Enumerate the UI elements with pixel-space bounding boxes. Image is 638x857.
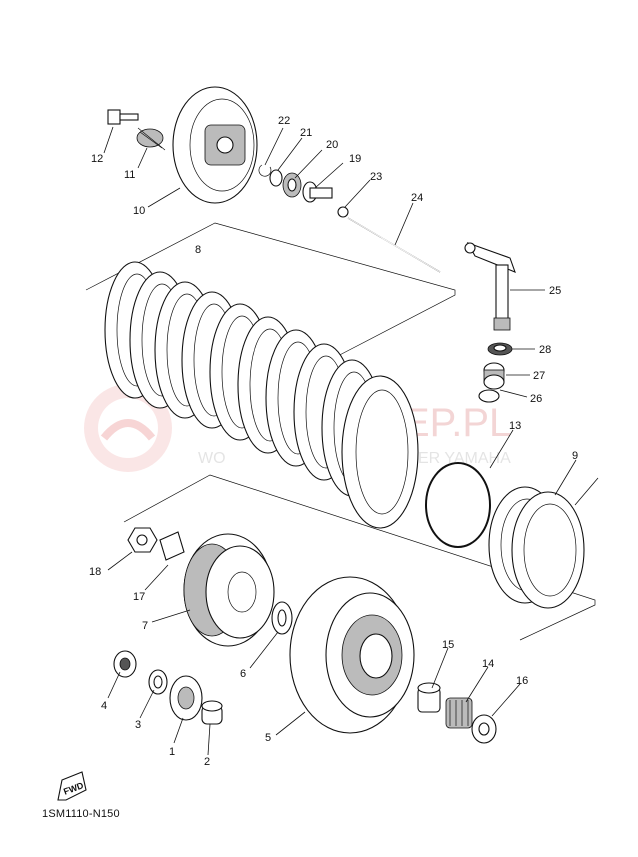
callout-9: 9 bbox=[572, 450, 578, 462]
callout-21: 21 bbox=[300, 127, 312, 139]
part-16-washer bbox=[471, 714, 497, 744]
callout-numbers: 12 11 10 22 21 20 19 23 24 25 28 27 26 1… bbox=[89, 115, 578, 768]
callout-20: 20 bbox=[326, 139, 338, 151]
part-6-thrust-washer bbox=[271, 601, 293, 635]
part-7-clutch-boss bbox=[183, 533, 275, 647]
part-12-bolt bbox=[107, 109, 139, 125]
callout-15: 15 bbox=[442, 639, 454, 651]
callout-11: 11 bbox=[124, 169, 135, 181]
callout-12: 12 bbox=[91, 153, 103, 165]
leader-lines bbox=[103, 126, 599, 756]
callout-14: 14 bbox=[482, 658, 494, 670]
part-17-lock-washer bbox=[159, 531, 185, 561]
callout-26: 26 bbox=[530, 393, 542, 405]
diagram-code: 1SM1110-N150 bbox=[42, 808, 120, 820]
part-14-needle-bearing bbox=[445, 697, 473, 729]
callout-4: 4 bbox=[101, 700, 107, 712]
watermark-subtext-2: ER YAMAHA bbox=[418, 450, 511, 467]
callout-13: 13 bbox=[509, 420, 521, 432]
part-13-wire-ring bbox=[425, 462, 491, 548]
callout-28: 28 bbox=[539, 344, 551, 356]
callout-2: 2 bbox=[204, 756, 210, 768]
part-22-circlip bbox=[258, 164, 272, 177]
callout-27: 27 bbox=[533, 370, 545, 382]
part-2-collar bbox=[201, 700, 223, 725]
watermark-logo-icon bbox=[84, 384, 172, 472]
part-25-push-lever bbox=[464, 242, 516, 331]
part-23-ball bbox=[337, 206, 349, 218]
callout-6: 6 bbox=[240, 668, 246, 680]
callout-19: 19 bbox=[349, 153, 361, 165]
part-15-spacer bbox=[417, 682, 441, 713]
part-24-push-rod-long bbox=[347, 217, 441, 273]
part-26-washer bbox=[478, 389, 500, 403]
callout-25: 25 bbox=[549, 285, 561, 297]
part-1-gear bbox=[169, 675, 203, 721]
callout-3: 3 bbox=[135, 719, 141, 731]
separate-plates-right bbox=[488, 486, 585, 609]
callout-1: 1 bbox=[169, 746, 175, 758]
part-11-spring bbox=[136, 127, 166, 151]
part-27-bearing bbox=[483, 362, 505, 390]
part-28-oil-seal bbox=[487, 342, 513, 356]
part-21-washer bbox=[269, 169, 283, 187]
part-19-push-rod bbox=[302, 181, 333, 203]
part-3-washer bbox=[148, 669, 168, 695]
fwd-arrow-icon: FWD bbox=[57, 771, 87, 801]
watermark: EP.PL WO ER YAMAHA bbox=[84, 384, 511, 472]
callout-22: 22 bbox=[278, 115, 290, 127]
callout-18: 18 bbox=[89, 566, 101, 578]
callout-10: 10 bbox=[133, 205, 145, 217]
watermark-subtext: WO bbox=[198, 450, 226, 467]
callout-8: 8 bbox=[195, 244, 201, 256]
part-4-nut bbox=[113, 650, 137, 678]
part-5-clutch-housing bbox=[289, 576, 415, 734]
plate-stack-frame-lower bbox=[123, 474, 596, 641]
callout-17: 17 bbox=[133, 591, 145, 603]
clutch-plate-stack bbox=[104, 261, 419, 529]
callout-7: 7 bbox=[142, 620, 148, 632]
part-18-nut bbox=[127, 527, 158, 553]
plate-stack-frame bbox=[85, 222, 456, 361]
part-10-pressure-plate bbox=[172, 86, 258, 204]
callout-5: 5 bbox=[265, 732, 271, 744]
part-20-bearing bbox=[282, 172, 302, 198]
callout-24: 24 bbox=[411, 192, 423, 204]
watermark-text: EP.PL bbox=[403, 401, 511, 445]
callout-16: 16 bbox=[516, 675, 528, 687]
callout-23: 23 bbox=[370, 171, 382, 183]
